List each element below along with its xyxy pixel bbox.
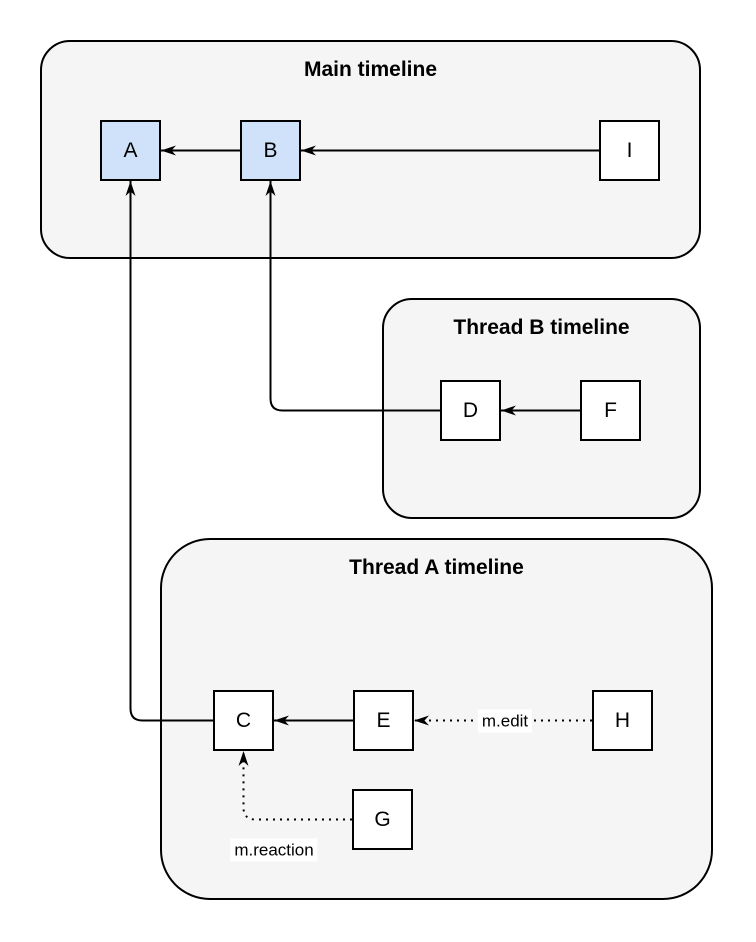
node-F: F (580, 380, 641, 441)
node-B: B (240, 120, 301, 181)
edge-label-m-reaction: m.reaction (230, 838, 318, 862)
node-C: C (213, 690, 274, 751)
node-E: E (353, 690, 414, 751)
container-thread-b-timeline: Thread B timeline (382, 298, 701, 519)
container-title-main-timeline: Main timeline (303, 58, 438, 81)
node-D: D (440, 380, 501, 441)
node-G: G (352, 789, 413, 850)
container-title-thread-b-timeline: Thread B timeline (453, 316, 630, 339)
node-A: A (100, 120, 161, 181)
container-title-thread-a-timeline: Thread A timeline (349, 556, 524, 579)
node-I: I (599, 120, 660, 181)
node-H: H (592, 690, 653, 751)
edge-label-m-edit: m.edit (477, 709, 533, 733)
